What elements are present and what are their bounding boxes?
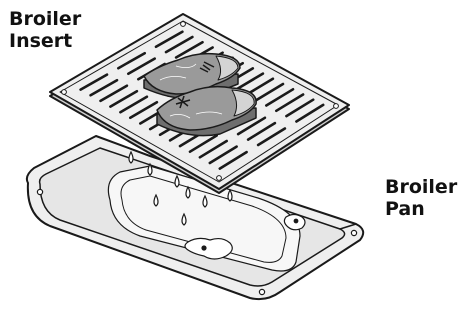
steak-bone	[199, 61, 215, 73]
steak-fat	[231, 89, 255, 117]
steak-marbling	[159, 63, 197, 81]
pan-corner-hole	[36, 188, 44, 196]
insert-corner-hole	[333, 103, 339, 109]
insert-slot	[218, 150, 248, 170]
insert-slot	[285, 98, 315, 118]
steak	[156, 85, 257, 137]
drip	[174, 174, 180, 188]
drip	[181, 212, 187, 226]
insert-slot	[295, 103, 325, 123]
steak-top	[143, 52, 241, 95]
pan-groove	[120, 175, 287, 263]
grease-puddles	[184, 213, 306, 260]
pan-corner-hole	[350, 229, 358, 237]
drip	[147, 162, 153, 176]
insert-slot	[188, 134, 218, 153]
broiler-pan-label-line1: Broiler	[385, 176, 458, 198]
drip	[202, 194, 208, 208]
insert-slot	[234, 72, 265, 91]
broiler-insert-label: Broiler Insert	[9, 8, 81, 52]
insert-slot	[246, 121, 277, 141]
insert-slot	[117, 51, 146, 70]
falling-drips	[128, 150, 233, 226]
pan-right-wall	[339, 223, 357, 230]
insert-slot	[274, 93, 305, 113]
insert-slot	[174, 40, 204, 59]
insert-slot	[256, 127, 287, 147]
insert-corner-hole	[61, 89, 67, 95]
insert-slot	[236, 116, 267, 136]
insert-slot	[254, 82, 285, 102]
steak-top	[156, 85, 257, 131]
broiler-pan-label: Broiler Pan	[385, 176, 457, 220]
grease-drop	[201, 245, 207, 251]
insert-slot	[127, 57, 156, 75]
insert-slot	[99, 84, 129, 103]
drip	[128, 150, 134, 164]
insert-slot	[119, 95, 149, 114]
drip	[227, 188, 233, 202]
broiler-insert-label-line2: Insert	[9, 30, 73, 52]
insert-slot	[208, 145, 238, 165]
insert-slot	[79, 73, 109, 91]
insert-slot	[164, 35, 194, 54]
drip	[153, 193, 159, 207]
insert-corner-hole	[180, 21, 186, 27]
insert-slot	[154, 30, 184, 49]
broiler-pan-label-line2: Pan	[385, 198, 425, 220]
drip	[185, 185, 191, 199]
grease-puddle	[184, 237, 233, 260]
steak-marbling	[169, 111, 223, 119]
insert-corner-hole	[216, 175, 222, 181]
insert-slot	[109, 89, 139, 108]
pan-floor	[107, 165, 301, 272]
steak-bone	[175, 95, 191, 109]
insert-slot	[89, 78, 119, 97]
insert-slot	[198, 139, 228, 159]
broiler-insert-label-line1: Broiler	[9, 8, 82, 30]
grease-drop	[293, 218, 299, 224]
insert-slot	[129, 101, 159, 120]
pan-corner-hole	[258, 288, 266, 296]
broiler-pan	[25, 135, 365, 301]
steak-fat	[215, 55, 239, 81]
insert-slot	[264, 88, 295, 107]
